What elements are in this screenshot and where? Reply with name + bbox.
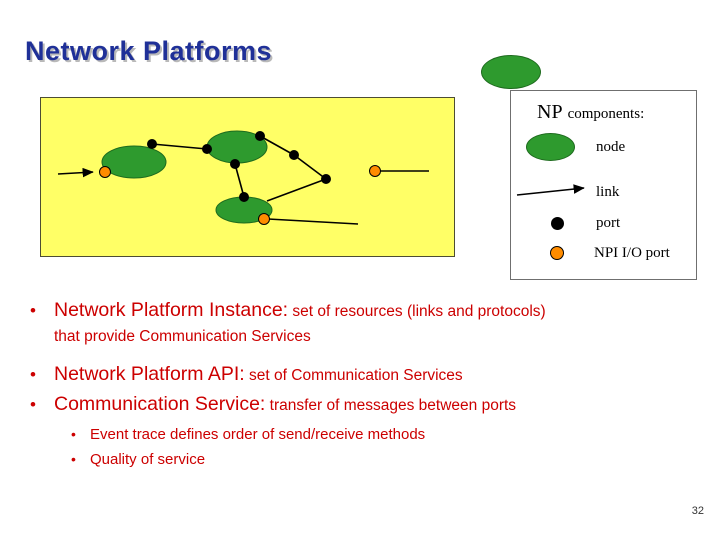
network-diagram bbox=[40, 97, 455, 257]
bullet-list: • Network Platform Instance: set of reso… bbox=[30, 298, 702, 476]
bullet-rest: set of Communication Services bbox=[244, 366, 463, 384]
link-line bbox=[234, 163, 245, 198]
bullet-communication-service: • Communication Service: transfer of mes… bbox=[30, 392, 702, 416]
bullet-lead: Communication Service: bbox=[54, 393, 266, 416]
legend-heading-components: components: bbox=[567, 106, 645, 122]
bullet-network-platform-api: • Network Platform API: set of Communica… bbox=[30, 362, 702, 386]
legend-heading-np: NP bbox=[537, 101, 563, 123]
legend-label-port: port bbox=[596, 215, 621, 231]
link-line bbox=[293, 154, 327, 180]
link-line-icon bbox=[516, 184, 585, 196]
link-lines bbox=[57, 135, 429, 225]
legend-label-link: link bbox=[596, 184, 620, 200]
bullet-continuation: that provide Communication Services bbox=[54, 328, 311, 346]
sub-bullet-text: Event trace defines order of send/receiv… bbox=[90, 425, 426, 443]
bullet-rest: set of resources (links and protocols) bbox=[288, 303, 546, 320]
bullet-text: Network Platform API: set of Communicati… bbox=[54, 362, 702, 386]
bullet-network-platform-instance: • Network Platform Instance: set of reso… bbox=[30, 298, 702, 347]
bullet-icon: • bbox=[30, 364, 36, 384]
npi-port-dot bbox=[258, 213, 270, 225]
port-dot bbox=[239, 192, 249, 202]
link-line bbox=[151, 143, 208, 150]
sub-bullet-text: Quality of service bbox=[90, 451, 206, 468]
link-line bbox=[57, 167, 94, 178]
slide-title: Network Platforms bbox=[25, 36, 273, 66]
bullet-icon: • bbox=[30, 395, 36, 415]
sub-bullet-event-trace: • Event trace defines order of send/rece… bbox=[71, 425, 702, 445]
port-dots bbox=[147, 131, 331, 202]
port-dot bbox=[147, 139, 157, 149]
node-ellipse-icon bbox=[526, 133, 575, 161]
port-dot bbox=[321, 174, 331, 184]
link-line bbox=[266, 178, 327, 202]
port-dot bbox=[202, 144, 212, 154]
port-dot-icon bbox=[551, 217, 564, 230]
node-shape bbox=[481, 55, 541, 89]
bullet-lead: Network Platform API: bbox=[54, 362, 245, 385]
link-line bbox=[259, 135, 295, 156]
sub-bullet-quality-of-service: • Quality of service bbox=[71, 450, 702, 470]
link-line bbox=[267, 218, 359, 225]
bullet-text: Network Platform Instance: set of resour… bbox=[54, 298, 702, 347]
bullet-icon: • bbox=[71, 451, 76, 467]
port-dot bbox=[230, 159, 240, 169]
legend-label-node: node bbox=[596, 139, 626, 155]
bullet-lead: Network Platform Instance: bbox=[54, 299, 289, 321]
npi-port-dots bbox=[99, 165, 381, 225]
port-dot bbox=[289, 150, 299, 160]
bullet-rest: transfer of messages between ports bbox=[265, 397, 517, 415]
npi-port-dot bbox=[99, 166, 111, 178]
bullet-icon: • bbox=[71, 425, 76, 442]
node-shapes bbox=[101, 130, 273, 224]
port-dot bbox=[255, 131, 265, 141]
bullet-icon: • bbox=[30, 301, 36, 320]
npi-port-dot-icon bbox=[550, 246, 564, 260]
page-number: 32 bbox=[691, 505, 704, 517]
bullet-text: Communication Service: transfer of messa… bbox=[54, 392, 702, 416]
npi-port-dot bbox=[369, 165, 381, 177]
network-diagram-canvas bbox=[57, 130, 429, 225]
legend-label-npi-io-port: NPI I/O port bbox=[594, 245, 670, 261]
sub-bullet-list: • Event trace defines order of send/rece… bbox=[71, 425, 702, 470]
node-shape bbox=[101, 145, 167, 179]
